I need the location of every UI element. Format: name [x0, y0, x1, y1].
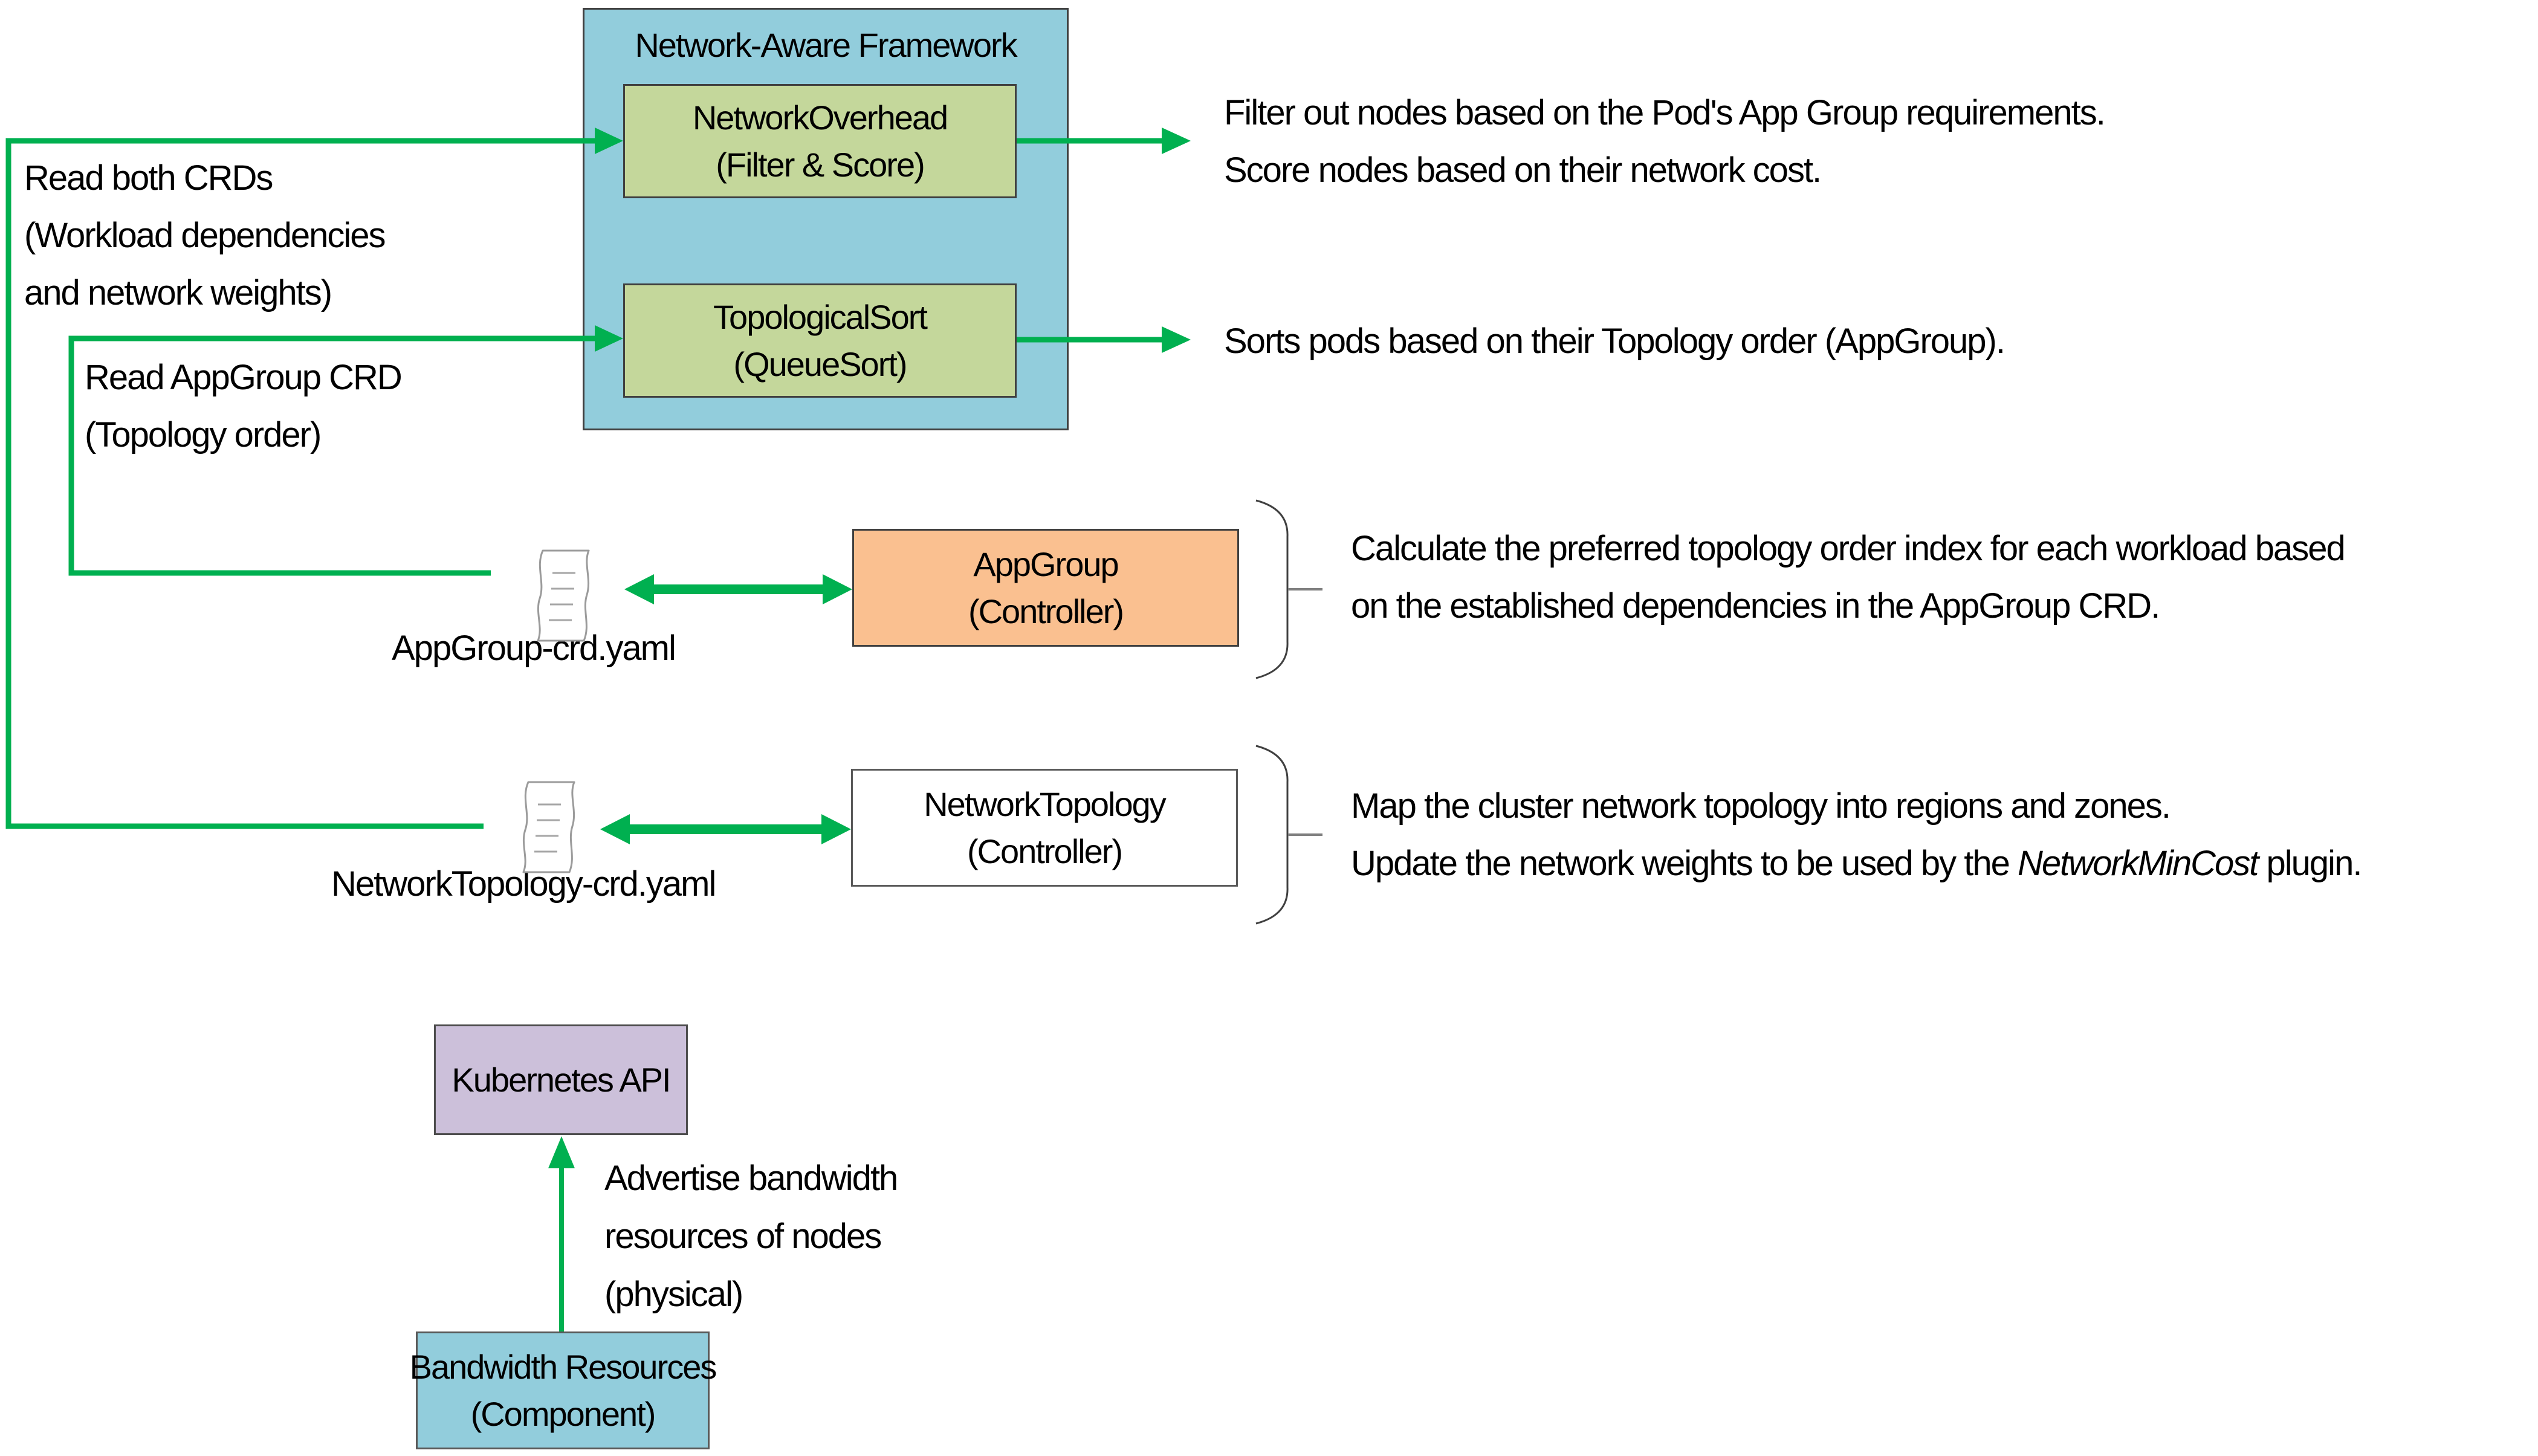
- controller-name: NetworkTopology: [924, 785, 1167, 823]
- kubernetes-api-label: Kubernetes API: [452, 1060, 671, 1099]
- networktopology-yaml-label: NetworkTopology-crd.yaml: [331, 864, 716, 904]
- component-role: (Component): [470, 1394, 656, 1433]
- edge-bandwidth-to-kubernetes: [548, 1136, 575, 1331]
- description-networktopology-controller: Map the cluster network topology into re…: [1351, 777, 2363, 892]
- controller-role: (Controller): [966, 832, 1123, 870]
- bracket-appgroup: [1255, 499, 1322, 679]
- controller-role: (Controller): [968, 592, 1124, 630]
- controller-name: AppGroup: [973, 545, 1119, 583]
- description-prefix: Map the cluster network topology into re…: [1351, 786, 2171, 883]
- plugin-topologicalsort: TopologicalSort (QueueSort): [623, 283, 1017, 398]
- bracket-networktopology: [1255, 745, 1322, 925]
- edge-appgroup-yaml-controller: [624, 574, 852, 604]
- plugin-name: NetworkOverhead: [692, 98, 948, 137]
- networkmincost-plugin-name: NetworkMinCost: [2017, 844, 2259, 883]
- component-name: Bandwidth Resources: [409, 1347, 717, 1386]
- description-topologicalsort: Sorts pods based on their Topology order…: [1224, 322, 2005, 361]
- plugin-role: (QueueSort): [733, 345, 907, 383]
- appgroup-controller-box: AppGroup (Controller): [852, 529, 1239, 647]
- description-appgroup-controller: Calculate the preferred topology order i…: [1351, 529, 2346, 626]
- edge-networktopology-yaml-controller: [600, 814, 851, 844]
- bandwidth-resources-box: Bandwidth Resources (Component): [410, 1331, 717, 1449]
- description-networkoverhead: Filter out nodes based on the Pod's App …: [1224, 93, 2106, 190]
- appgroup-yaml-label: AppGroup-crd.yaml: [392, 629, 676, 668]
- plugin-role: (Filter & Score): [716, 145, 925, 184]
- kubernetes-api-box: Kubernetes API: [434, 1024, 688, 1135]
- plugin-name: TopologicalSort: [713, 297, 928, 336]
- label-read-appgroup-crd: Read AppGroup CRD (Topology order): [85, 358, 403, 455]
- framework-title: Network-Aware Framework: [635, 26, 1017, 64]
- label-read-both-crds: Read both CRDs (Workload dependencies an…: [24, 158, 386, 312]
- description-suffix: plugin.: [2258, 844, 2363, 883]
- networktopology-controller-box: NetworkTopology (Controller): [851, 769, 1238, 887]
- networktopology-yaml-icon: [522, 781, 575, 873]
- plugin-networkoverhead: NetworkOverhead (Filter & Score): [623, 84, 1017, 198]
- label-advertise-bandwidth: Advertise bandwidth resources of nodes (…: [604, 1159, 898, 1314]
